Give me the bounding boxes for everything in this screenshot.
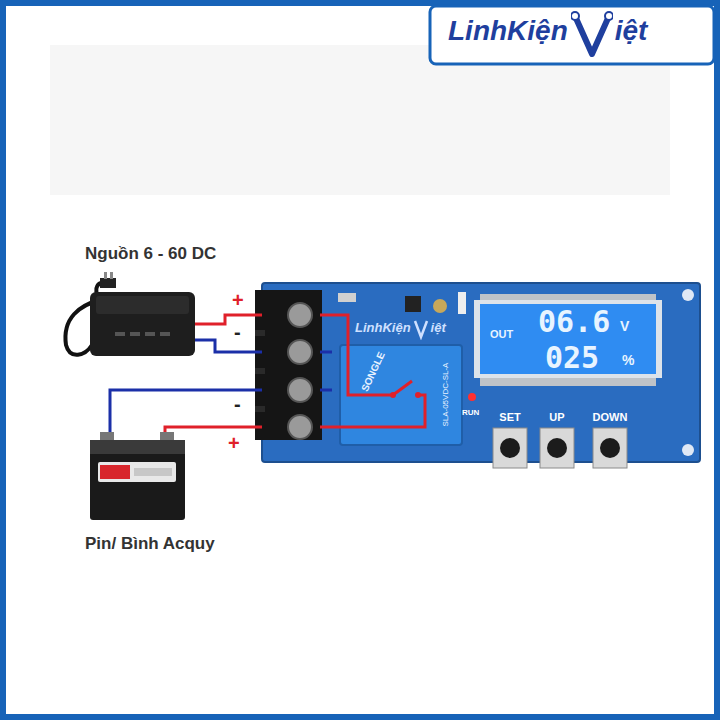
battery	[90, 432, 185, 520]
lcd-unit: V	[620, 318, 629, 334]
polarity-label: +	[228, 432, 240, 455]
wire	[110, 390, 262, 432]
charger-board	[255, 283, 700, 468]
button-label: SET	[499, 411, 520, 424]
lcd-label: OUT	[490, 328, 513, 341]
logo-v-icon	[571, 10, 613, 60]
wire	[165, 427, 262, 432]
watermark: LinhKiện	[355, 321, 411, 336]
wire	[195, 340, 262, 352]
logo-box	[430, 6, 714, 64]
power-supply: Nguồn 6 - 60 DC	[90, 292, 195, 356]
relay-model: SLA-05VDC-SL-A	[441, 363, 450, 427]
wire	[195, 315, 262, 324]
battery-heading: Pin/ Bình Acquy	[85, 534, 215, 554]
charger-module: SET UP DOWN	[262, 283, 700, 462]
frame	[3, 3, 717, 717]
lcd-unit: %	[622, 352, 634, 368]
logo-text: iệt	[615, 15, 648, 47]
polarity-label: -	[234, 321, 241, 344]
supply-heading: Nguồn 6 - 60 DC	[85, 244, 216, 264]
button-label: DOWN	[593, 411, 628, 424]
button-label: UP	[549, 411, 564, 424]
polarity-label: +	[232, 289, 244, 312]
power-adapter	[65, 272, 195, 356]
watermark: iệt	[431, 321, 446, 336]
lcd-digits: 06.6	[538, 305, 610, 340]
battery-box: Pin/ Bình Acquy	[90, 432, 185, 520]
polarity-label: -	[234, 393, 241, 416]
led-label: RUN	[462, 408, 479, 417]
watermark-v-icon	[413, 318, 429, 340]
placeholder-area	[50, 45, 670, 195]
lcd-digits: 025	[545, 341, 599, 376]
logo-text: LinhKiện	[448, 15, 568, 47]
